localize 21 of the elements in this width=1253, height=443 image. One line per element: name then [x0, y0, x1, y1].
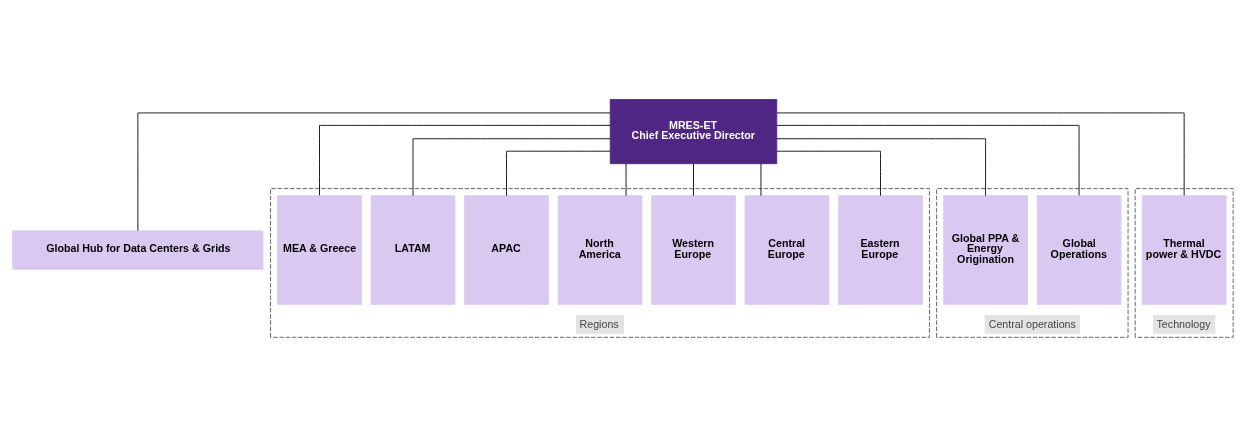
- connector: [776, 124, 1080, 196]
- node-box: APAC: [464, 194, 549, 305]
- node-box: Eastern Europe: [838, 194, 923, 305]
- node-box: Global Operations: [1036, 194, 1122, 305]
- connector: [760, 163, 762, 196]
- connector: [319, 124, 611, 196]
- connector: [506, 150, 611, 196]
- node-box: Thermal power & HVDC: [1141, 194, 1227, 305]
- node-box: Global Hub for Data Centers & Grids: [12, 229, 264, 270]
- connector: [693, 163, 694, 196]
- node-box: LATAM: [370, 194, 456, 305]
- connector: [776, 137, 987, 196]
- connector: [776, 111, 1185, 196]
- node-box: Global PPA & Energy Origination: [943, 194, 1028, 305]
- node-box: MRES-ET Chief Executive Director: [609, 98, 778, 164]
- node-box: Western Europe: [651, 194, 736, 305]
- connector: [776, 150, 881, 196]
- node-box: Central Europe: [744, 194, 830, 305]
- node-box: MEA & Greece: [277, 194, 362, 305]
- node-box: North America: [557, 194, 643, 305]
- connector: [412, 137, 611, 196]
